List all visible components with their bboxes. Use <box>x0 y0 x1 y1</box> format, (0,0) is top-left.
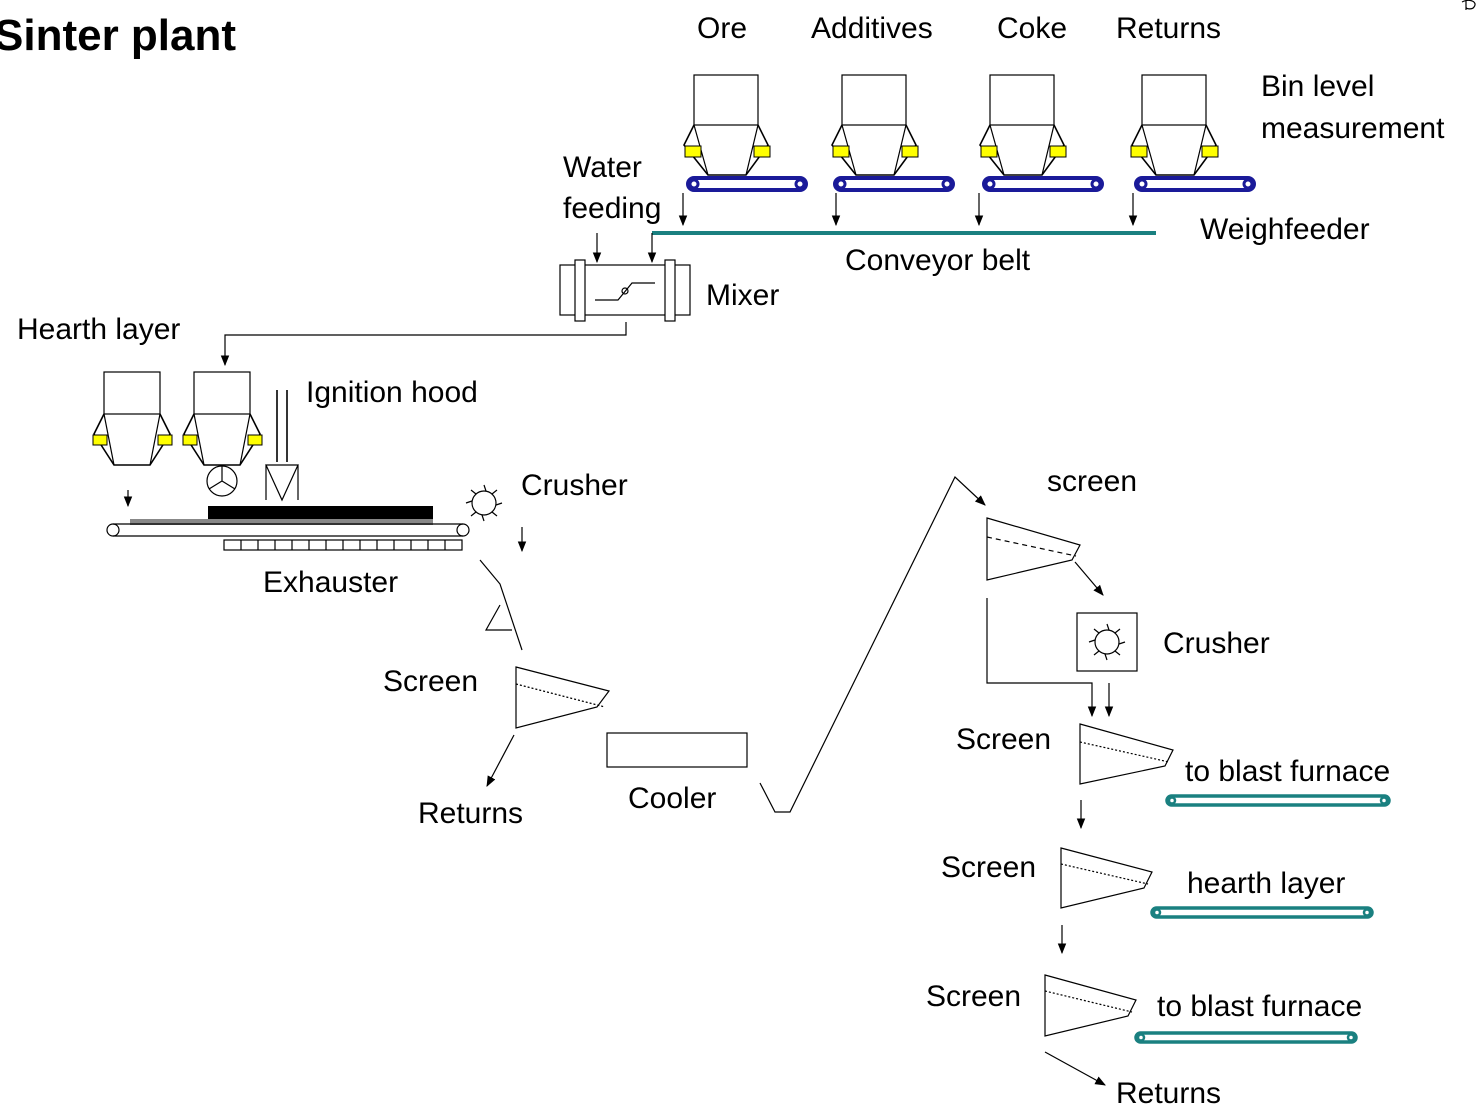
bin-level-sensor <box>247 434 263 446</box>
output-2-label: hearth layer <box>1187 867 1345 900</box>
weighfeeder-belt-ore <box>686 176 808 192</box>
hearth-layer-bin <box>92 371 173 466</box>
weighfeeder-belts <box>686 176 1256 192</box>
screen-1-label: Screen <box>383 665 478 698</box>
weighfeeder-belt-coke <box>982 176 1104 192</box>
returns-2-label: Returns <box>1116 1077 1221 1110</box>
feed-label-additives: Additives <box>811 12 933 45</box>
weighfeeder-label: Weighfeeder <box>1200 213 1370 246</box>
feed-drop-arrows <box>678 193 1138 227</box>
crusher-1 <box>465 484 503 522</box>
elevator-line <box>759 476 986 813</box>
bin-level-sensor <box>980 145 998 158</box>
chute <box>479 559 523 651</box>
crusher-2 <box>1076 612 1138 672</box>
bin-level-label-line2: measurement <box>1261 112 1445 145</box>
screen-1 <box>515 666 611 729</box>
feed-label-returns: Returns <box>1116 12 1221 45</box>
page-title: Sinter plant <box>0 11 236 60</box>
ignition-hood <box>265 390 299 502</box>
output-belt-2 <box>1150 906 1374 919</box>
mixer <box>559 259 691 322</box>
hearth-layer-label-top: Hearth layer <box>17 313 180 346</box>
mixer-label: Mixer <box>706 279 779 312</box>
screen-5-label: Screen <box>926 980 1021 1013</box>
bin-level-sensor <box>92 434 108 446</box>
bin-level-sensor <box>1130 145 1148 158</box>
feed-bin-coke <box>979 74 1067 176</box>
chute-deflector <box>484 604 512 631</box>
feed-bin-returns <box>1130 74 1219 176</box>
sinter-mix-bin <box>182 371 263 497</box>
screen-5-returns-arrow <box>1044 1051 1106 1086</box>
conveyor-belt-label: Conveyor belt <box>845 244 1031 277</box>
cooler <box>606 732 748 768</box>
output-belt-3 <box>1134 1031 1358 1044</box>
cooler-label: Cooler <box>628 782 716 815</box>
exhauster-label: Exhauster <box>263 566 398 599</box>
bin-level-sensor <box>901 145 919 158</box>
edge-glyph-fragment <box>1461 0 1476 10</box>
bin-level-sensor <box>157 434 173 446</box>
bin-level-sensor <box>182 434 198 446</box>
bin-level-sensor <box>684 145 702 158</box>
output-3-label: to blast furnace <box>1157 990 1362 1023</box>
water-feeding-label-line1: Water <box>563 151 642 184</box>
bin-level-label-line1: Bin level <box>1261 70 1374 103</box>
mixer-outflow-line <box>220 322 627 367</box>
screen-2-label: screen <box>1047 465 1137 498</box>
bin-level-sensor <box>753 145 771 158</box>
weighfeeder-belt-returns <box>1134 176 1256 192</box>
feed-label-coke: Coke <box>997 12 1067 45</box>
bin-level-sensor <box>1049 145 1067 158</box>
screen-4-label: Screen <box>941 851 1036 884</box>
crusher-2-label: Crusher <box>1163 627 1270 660</box>
bin-level-sensor <box>1201 145 1219 158</box>
screen-3-label: Screen <box>956 723 1051 756</box>
bypass-line <box>986 598 1097 718</box>
ignition-hood-label: Ignition hood <box>306 376 478 409</box>
screen-4 <box>1060 847 1153 909</box>
returns-1-label: Returns <box>418 797 523 830</box>
bin-level-sensor <box>832 145 850 158</box>
output-1-label: to blast furnace <box>1185 755 1390 788</box>
feed-bin-additives <box>831 74 919 176</box>
water-feeding-label-line2: feeding <box>563 192 661 225</box>
screen-1-returns-arrow <box>486 734 515 787</box>
screen-2 <box>986 517 1081 581</box>
weighfeeder-belt-additives <box>833 176 955 192</box>
feed-bin-ore <box>683 74 771 176</box>
output-belt-1 <box>1165 794 1391 807</box>
screen-2-to-crusher-arrow <box>1074 561 1104 596</box>
feed-label-ore: Ore <box>697 12 747 45</box>
screen-5 <box>1044 974 1137 1037</box>
screen-3 <box>1079 723 1174 785</box>
exhauster-windboxes <box>223 539 463 551</box>
crusher-1-label: Crusher <box>521 469 628 502</box>
sinter-strand <box>106 506 470 537</box>
